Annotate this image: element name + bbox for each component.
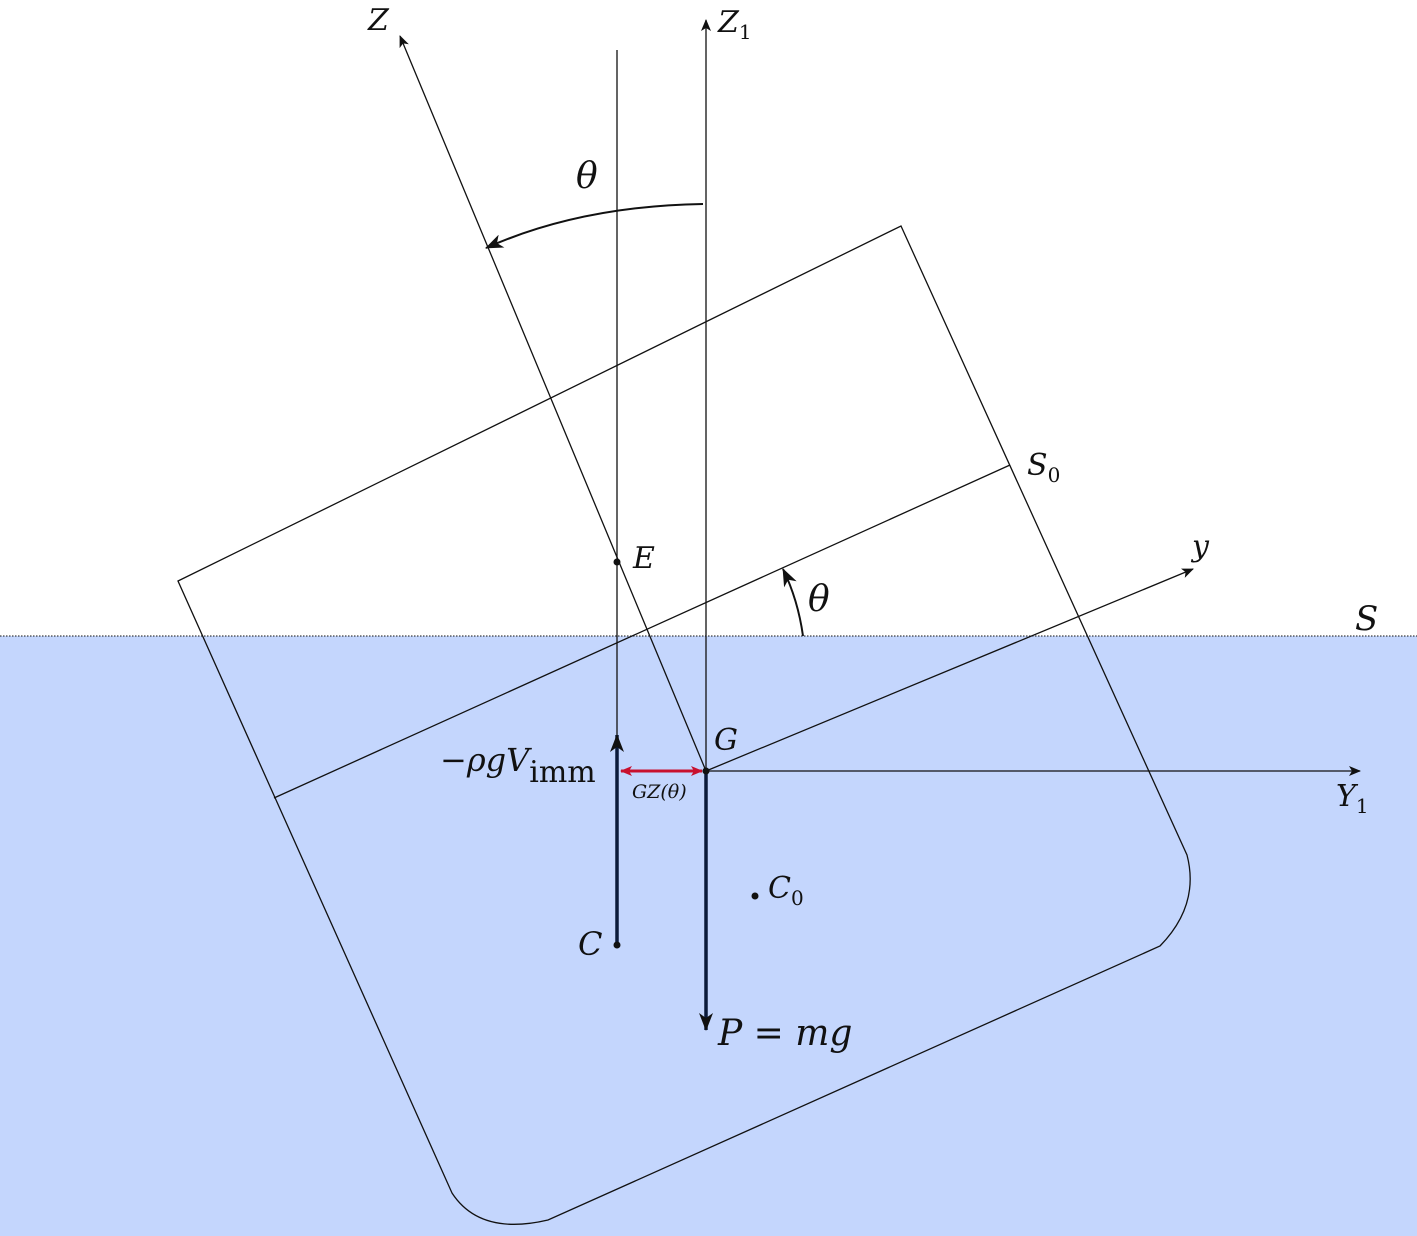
label-theta-waterline: θ xyxy=(808,579,830,620)
label-surface-s: S xyxy=(1355,599,1378,639)
point-c-dot xyxy=(613,941,621,949)
label-buoyancy-force: −ρgVimm xyxy=(440,741,596,790)
axis-z xyxy=(399,35,707,772)
label-point-g: G xyxy=(714,723,738,758)
theta-arc-top xyxy=(485,203,704,249)
water-region xyxy=(0,636,1417,1236)
theta-arc-waterline xyxy=(782,568,804,637)
label-gz: GZ(θ) xyxy=(632,781,687,803)
label-axis-y: y xyxy=(1190,529,1210,564)
label-point-c0: C0 xyxy=(768,871,804,910)
point-g-dot xyxy=(702,767,710,775)
label-axis-y1: Y1 xyxy=(1336,779,1369,818)
point-c0-dot xyxy=(751,892,759,900)
label-weight-force: P = mg xyxy=(717,1013,852,1054)
label-point-c: C xyxy=(578,925,602,963)
hull-outline xyxy=(177,225,1191,1225)
label-axis-z1: Z1 xyxy=(717,5,752,44)
axis-y xyxy=(705,568,1194,772)
label-axis-z: Z xyxy=(367,3,390,38)
label-waterline-s0: S0 xyxy=(1027,448,1060,487)
label-point-e: E xyxy=(632,541,655,576)
point-e-dot xyxy=(613,558,621,566)
label-theta-top: θ xyxy=(576,156,598,197)
waterline-s0 xyxy=(273,464,1011,799)
